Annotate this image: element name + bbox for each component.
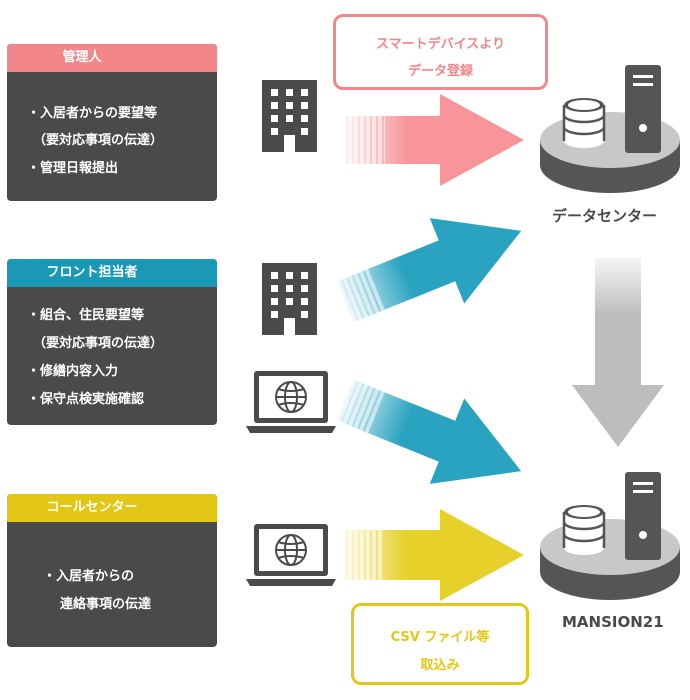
kanrinin-header: 管理人	[7, 44, 217, 72]
front-line-2: （要対応事項の伝達）	[33, 336, 164, 351]
front-line-3: ・修繕内容入力	[27, 364, 119, 379]
database-server-icon	[540, 472, 680, 600]
gray-arrow	[572, 258, 664, 447]
smart-callout-line-2: データ登録	[407, 64, 473, 79]
smart-callout-line-1: スマートデバイスより	[376, 37, 505, 52]
front-box: フロント担当者 ・組合、住民要望等 （要対応事項の伝達） ・修繕内容入力 ・保守…	[7, 259, 217, 425]
building-icon	[262, 263, 317, 335]
front-header: フロント担当者	[7, 259, 217, 287]
front-line-1: ・組合、住民要望等	[27, 308, 145, 323]
callcenter-header: コールセンター	[7, 494, 217, 522]
building-icon	[262, 80, 317, 152]
front-line-4: ・保守点検実施確認	[27, 392, 145, 407]
csv-callout-line-2: 取込み	[420, 658, 460, 673]
pink-arrow	[345, 94, 524, 186]
callcenter-line-1: ・入居者からの	[43, 569, 135, 584]
laptop-globe-icon	[246, 524, 336, 586]
kanrinin-line-3: ・管理日報提出	[27, 161, 119, 176]
callcenter-box: コールセンター ・入居者からの 連絡事項の伝達	[7, 494, 217, 647]
mansion21-label: MANSION21	[562, 613, 664, 631]
yellow-arrow	[343, 509, 524, 601]
kanrinin-line-1: ・入居者からの要望等	[27, 106, 158, 121]
csv-callout-line-1: CSV ファイル等	[390, 630, 490, 645]
kanrinin-title: 管理人	[62, 50, 102, 65]
kanrinin-box: 管理人 ・入居者からの要望等 （要対応事項の伝達） ・管理日報提出	[7, 44, 217, 201]
blue-arrow-down	[336, 379, 522, 484]
callcenter-line-2: 連絡事項の伝達	[60, 597, 152, 612]
database-server-icon	[540, 65, 680, 193]
datacenter-label: データセンター	[552, 207, 658, 225]
laptop-globe-icon	[246, 371, 336, 433]
front-title: フロント担当者	[46, 265, 138, 280]
blue-arrow-up	[336, 218, 522, 323]
csv-callout: CSV ファイル等 取込み	[351, 603, 529, 685]
kanrinin-line-2: （要対応事項の伝達）	[33, 133, 164, 148]
callcenter-title: コールセンター	[46, 500, 138, 515]
smart-device-callout: スマートデバイスより データ登録	[333, 14, 548, 90]
